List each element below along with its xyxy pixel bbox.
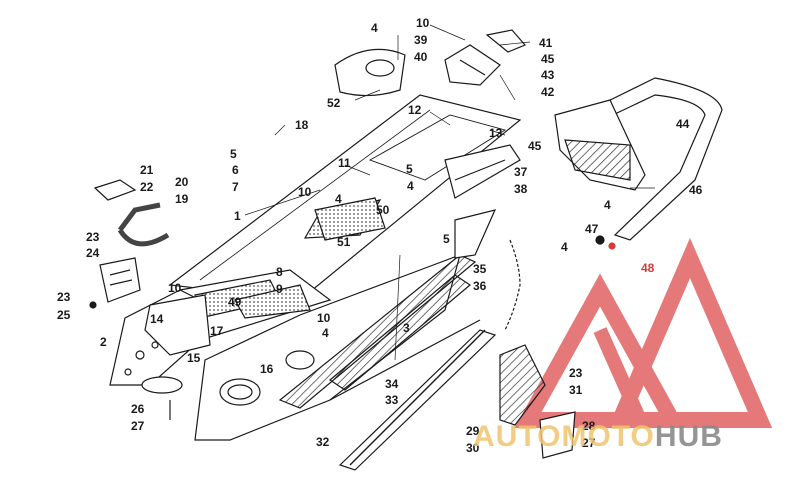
- callout-8: 8: [276, 265, 283, 279]
- callout-7: 7: [232, 180, 239, 194]
- callout-15: 15: [187, 351, 201, 365]
- callout-6: 6: [232, 163, 239, 177]
- long-rod: [349, 329, 486, 466]
- callout-52: 52: [327, 96, 341, 110]
- callout-38: 38: [514, 182, 528, 196]
- callout-14: 14: [150, 312, 164, 326]
- bumper-mount: [141, 376, 183, 394]
- callout-4: 4: [604, 198, 611, 212]
- callout-23: 23: [86, 230, 100, 244]
- callout-3: 3: [403, 321, 410, 335]
- callout-5: 5: [406, 162, 413, 176]
- leader-lines: [244, 24, 655, 361]
- watermark-logo: [514, 237, 773, 428]
- callout-45: 45: [528, 139, 542, 153]
- callout-51: 51: [337, 235, 351, 249]
- rear-bumper: [589, 77, 723, 241]
- callout-2: 2: [100, 335, 107, 349]
- step-plate: [454, 209, 497, 259]
- callout-27: 27: [131, 419, 145, 433]
- callout-50: 50: [376, 203, 390, 217]
- callout-35: 35: [473, 262, 487, 276]
- rear-rail: [444, 144, 521, 199]
- callout-19: 19: [175, 192, 189, 206]
- callout-1: 1: [234, 209, 241, 223]
- callout-47: 47: [585, 222, 599, 236]
- watermark-text: AUTOMOTOHUB: [473, 420, 723, 454]
- footrest: [499, 344, 576, 459]
- snow-flap: [554, 99, 646, 191]
- callout-42: 42: [541, 85, 555, 99]
- callout-25: 25: [57, 308, 71, 322]
- callout-4: 4: [561, 240, 568, 254]
- callout-27: 27: [582, 436, 596, 450]
- callout-16: 16: [260, 362, 274, 376]
- callout-40: 40: [414, 50, 428, 64]
- callout-23: 23: [569, 366, 583, 380]
- bracket-24: [99, 257, 141, 303]
- hatched-rail: [278, 254, 477, 409]
- callout-11: 11: [338, 156, 351, 170]
- callout-45: 45: [541, 52, 555, 66]
- storage-pad: [314, 197, 386, 241]
- callout-4: 4: [335, 192, 342, 206]
- latch-41: [485, 29, 526, 53]
- callout-31: 31: [569, 383, 583, 397]
- watermark-hub: HUB: [654, 420, 723, 453]
- callout-10: 10: [416, 16, 430, 30]
- callout-32: 32: [316, 435, 330, 449]
- callout-5: 5: [443, 232, 450, 246]
- callout-26: 26: [131, 402, 145, 416]
- watermark-auto: AUTO: [473, 420, 562, 453]
- callout-41: 41: [539, 36, 553, 50]
- callout-44: 44: [676, 117, 690, 131]
- callout-4: 4: [407, 179, 414, 193]
- front-cap: [93, 179, 137, 201]
- callout-46: 46: [689, 183, 703, 197]
- callout-39: 39: [414, 33, 428, 47]
- callout-28: 28: [582, 419, 596, 433]
- callout-48: 48: [641, 261, 655, 275]
- hinge-bracket: [444, 44, 501, 86]
- callout-4: 4: [322, 326, 329, 340]
- callout-10: 10: [168, 281, 182, 295]
- callout-5: 5: [230, 147, 237, 161]
- callout-17: 17: [210, 324, 224, 338]
- callout-29: 29: [466, 424, 480, 438]
- handle-22: [117, 202, 170, 247]
- callout-37: 37: [514, 165, 528, 179]
- callout-30: 30: [466, 441, 480, 455]
- callout-10: 10: [317, 311, 331, 325]
- callout-4: 4: [371, 21, 378, 35]
- seat-pad: [334, 48, 406, 97]
- callout-20: 20: [175, 175, 189, 189]
- front-mount: [144, 294, 211, 356]
- cable-36: [504, 239, 521, 331]
- callout-33: 33: [385, 393, 399, 407]
- fasteners: [89, 235, 616, 420]
- callout-23: 23: [57, 290, 71, 304]
- callout-13: 13: [489, 126, 503, 140]
- callout-49: 49: [228, 295, 242, 309]
- callout-12: 12: [408, 103, 422, 117]
- callout-36: 36: [473, 279, 487, 293]
- slide-rail: [329, 319, 497, 471]
- callout-18: 18: [295, 118, 309, 132]
- callout-21: 21: [140, 163, 154, 177]
- tunnel-top: [168, 94, 522, 301]
- watermark-moto: MOTO: [561, 420, 655, 453]
- callout-22: 22: [140, 180, 154, 194]
- callout-34: 34: [385, 377, 399, 391]
- callout-43: 43: [541, 68, 555, 82]
- callout-10: 10: [298, 185, 312, 199]
- callout-9: 9: [276, 282, 283, 296]
- callout-24: 24: [86, 246, 100, 260]
